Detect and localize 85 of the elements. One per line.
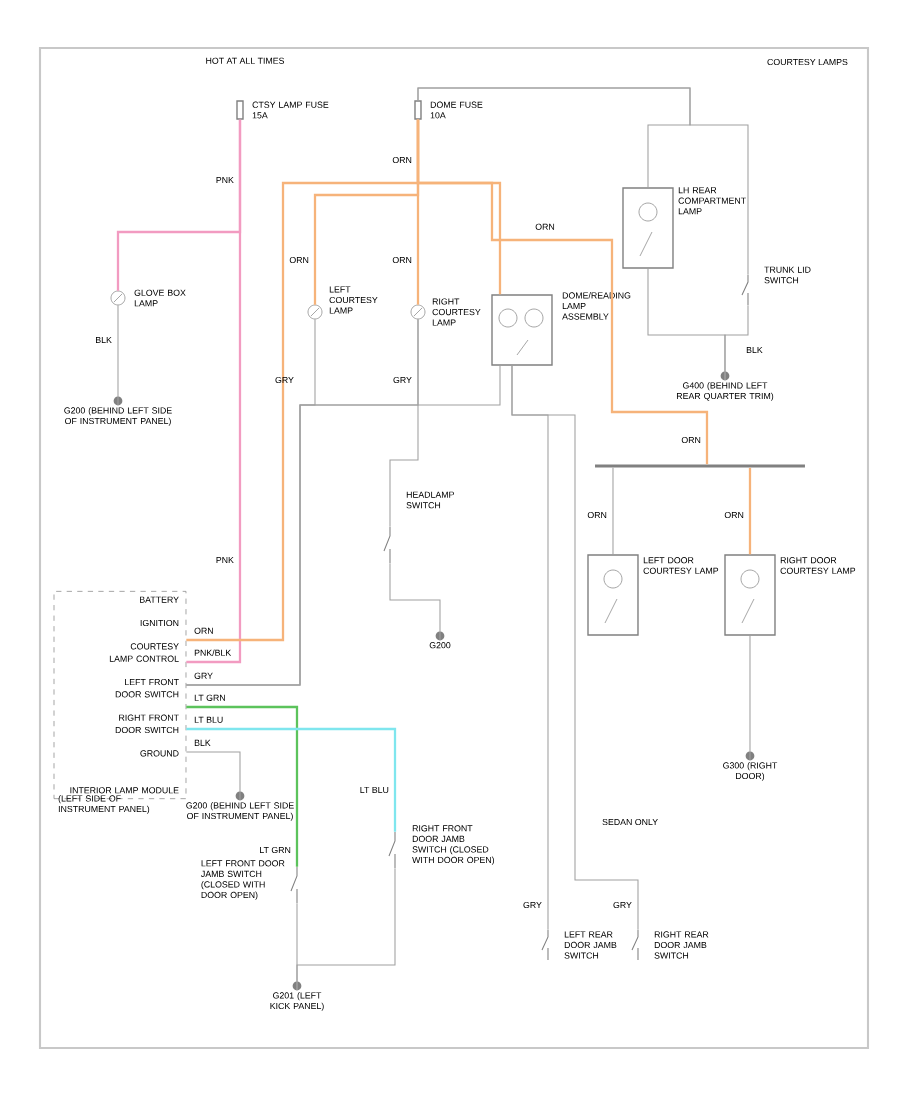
wire-code: ORN <box>724 511 744 519</box>
node-label: G300 (RIGHT DOOR) <box>723 762 778 781</box>
component-label: RIGHT REAR DOOR JAMB SWITCH <box>654 931 709 959</box>
component-label: LEFT FRONT DOOR JAMB SWITCH (CLOSED WITH DOOR OPEN) <box>201 860 285 900</box>
wire-code: GRY <box>613 901 632 909</box>
component-label: LEFT REAR DOOR JAMB SWITCH <box>564 931 617 959</box>
wire-code: COURTESY LAMPS <box>767 58 848 66</box>
wire <box>296 867 396 991</box>
wire-code: ORN <box>392 256 412 264</box>
component-label: GLOVE BOX LAMP <box>134 289 186 307</box>
component-label: DOME FUSE 10A <box>430 101 483 119</box>
wire <box>749 635 751 761</box>
wire-code: GRY <box>194 672 213 679</box>
component-label: LEFT DOOR COURTESY LAMP <box>643 557 719 574</box>
component-label: LH REAR COMPARTMENT LAMP <box>678 187 746 215</box>
wire-code: LT BLU <box>194 716 223 723</box>
wire <box>417 87 749 276</box>
component-label: RIGHT FRONT DOOR JAMB SWITCH (CLOSED WITH DOOR OPEN) <box>412 825 494 865</box>
wire <box>389 562 441 641</box>
wire <box>116 119 242 291</box>
wire-code: GRY <box>523 901 542 909</box>
wire <box>511 365 639 931</box>
wire-code: HOT AT ALL TIMES <box>206 57 285 64</box>
component-label: DOME/READING LAMP ASSEMBLY <box>562 292 631 320</box>
node-label: G200 (BEHIND LEFT SIDE OF INSTRUMENT PANEL) <box>186 802 294 821</box>
lamp-assembly <box>587 554 639 636</box>
wire-code: PNK/BLK <box>194 649 232 656</box>
node-label: G201 (LEFT KICK PANEL) <box>270 992 324 1011</box>
fuse <box>414 100 422 120</box>
component-label: LEFT COURTESY LAMP <box>329 286 378 314</box>
switch <box>741 274 749 306</box>
wire-code: BLK <box>96 337 112 344</box>
wire <box>748 467 752 555</box>
wire <box>416 119 709 465</box>
ground-point: G200 (BEHIND LEFT SIDE OF INSTRUMENT PANEL) <box>186 791 294 821</box>
wire <box>186 705 299 867</box>
ground-point: G400 (BEHIND LEFT REAR QUARTER TRIM) <box>677 371 774 401</box>
fuse <box>236 100 244 120</box>
switch <box>631 929 639 961</box>
wire-code: SEDAN ONLY <box>602 818 658 826</box>
node-label: G400 (BEHIND LEFT REAR QUARTER TRIM) <box>676 382 774 401</box>
wire-code: LT GRN <box>260 846 291 854</box>
component-label: HEADLAMP SWITCH <box>406 491 454 509</box>
wire-code: GRY <box>275 376 294 384</box>
ground-point: G200 (BEHIND LEFT SIDE OF INSTRUMENT PANEL) <box>64 396 172 426</box>
node-label: G200 (BEHIND LEFT SIDE OF INSTRUMENT PANEL) <box>64 407 172 426</box>
wire-code: ORN <box>535 223 555 230</box>
wire <box>612 467 614 555</box>
ground-point: G200 <box>429 631 451 649</box>
bus-bar <box>595 464 805 468</box>
wire-code: PNK <box>216 557 234 564</box>
wire-code: GRY <box>393 376 412 384</box>
wire-code: ORN <box>681 436 701 444</box>
lamp <box>307 304 323 320</box>
wire-code: ORN <box>194 627 213 634</box>
wire <box>117 304 119 406</box>
wire-code: PNK <box>216 177 234 184</box>
switch <box>388 831 396 869</box>
ground-point: G300 (RIGHT DOOR) <box>723 751 778 781</box>
lamp-assembly <box>491 294 553 366</box>
lamp-assembly <box>724 554 776 636</box>
component-label: TRUNK LID SWITCH <box>764 266 811 284</box>
switch <box>290 866 298 904</box>
wire <box>186 727 397 832</box>
switch <box>541 929 549 961</box>
component-label: RIGHT DOOR COURTESY LAMP <box>780 557 856 574</box>
wire-code: LT BLU <box>360 786 389 794</box>
wire <box>185 365 501 686</box>
wire-code: LT GRN <box>194 694 225 701</box>
lamp-assembly <box>622 187 674 269</box>
switch <box>383 526 391 564</box>
component-label: CTSY LAMP FUSE 15A <box>252 101 329 119</box>
wire-code: BLK <box>194 739 211 746</box>
node-label: G200 <box>429 642 451 649</box>
wire <box>724 304 749 381</box>
wire-code: ORN <box>392 156 412 164</box>
wire-code: ORN <box>289 256 309 264</box>
ground-point: G201 (LEFT KICK PANEL) <box>270 981 324 1011</box>
wire-code: BLK <box>746 347 763 354</box>
lamp <box>110 290 126 306</box>
component-label: RIGHT COURTESY LAMP <box>432 298 481 326</box>
lamp <box>410 304 426 320</box>
wire <box>185 751 241 801</box>
wire <box>389 318 419 528</box>
wire-code: ORN <box>587 511 607 519</box>
